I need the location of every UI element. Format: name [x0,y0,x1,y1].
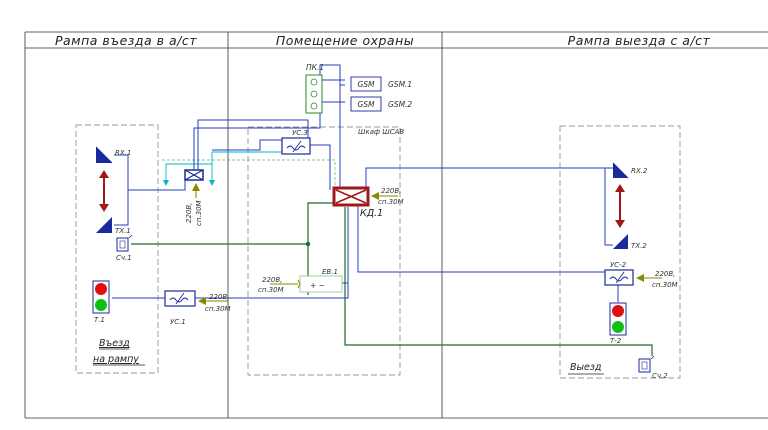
exit-label: Выезд [570,362,602,373]
us1-device [164,290,196,307]
beam-arrow-exit [615,184,625,228]
kd1-power-cable: сп.30М [378,198,404,206]
eb1-power-voltage: 220В, [262,276,282,284]
rx1-device [95,146,113,164]
rx1-label: RX.1 [115,149,131,157]
sch1-device [116,234,133,252]
gsm1-box-label: GSM [357,80,375,89]
t2-traffic-light [609,302,627,336]
zone-header-exit: Рампа выезда с а/ст [568,33,711,48]
kd1-device [332,186,370,207]
entry-label-line2: на рампу [93,354,139,365]
cyan-arrow-right [209,180,215,186]
left-power-cable: сп.30М [195,200,203,226]
us2-device [604,269,634,286]
us2-power-voltage: 220В, [655,270,675,278]
sch1-label: Сч.1 [116,254,132,262]
eb1-label: ЕВ.1 [322,268,338,276]
tx1-label: TX.1 [115,227,131,235]
us2-power-cable: сп.30М [652,281,678,289]
left-controller-device [184,169,204,181]
us1-power-voltage: 220В, [209,293,229,301]
eb1-power-cable: сп.30М [258,286,284,294]
us3-label: УС.3 [292,129,308,137]
beam-arrow-entry [99,170,109,212]
tx2-device [613,234,628,249]
cabinet-label: Шкаф ШСАВ [358,128,404,136]
kd1-label: КД.1 [360,208,383,219]
us2-label: УС-2 [610,261,627,269]
us1-power-cable: сп.30М [205,305,231,313]
entry-zone-enclosure [75,124,159,374]
zone-header-entry: Рампа въезда в а/ст [55,33,197,48]
gsm1-label: GSM.1 [388,80,412,89]
rx2-device [612,162,629,179]
zone-frame [24,31,768,419]
tx2-label: TX.2 [631,242,647,250]
entry-label-line1: Въезд [99,338,130,349]
cyan-wiring [165,151,282,180]
eb1-symbol: + − [310,281,325,290]
us3-device [281,137,311,155]
gsm1-device [350,76,382,92]
zone-header-security: Помещение охраны [276,33,414,48]
cabinet-enclosure [247,126,401,376]
pk1-label: ПК.1 [306,63,324,72]
cyan-arrow-left [163,180,169,186]
gsm2-device [350,96,382,112]
green-wiring [131,202,653,356]
eb1-power-arrow [297,279,301,289]
t1-label: Т.1 [94,316,105,324]
green-dashed-wiring [162,159,336,190]
t2-label: Т-2 [610,337,622,345]
exit-zone-enclosure [559,125,681,379]
left-power-voltage: 220В, [185,203,193,223]
sch2-label: Сч.2 [652,372,668,380]
t1-traffic-light [92,280,110,314]
rx2-label: RX.2 [631,167,648,175]
pk1-device [305,74,323,114]
gsm2-label: GSM.2 [388,100,412,109]
gsm2-box-label: GSM [357,100,375,109]
us1-label: УС.1 [170,318,186,326]
sch2-device [638,355,655,373]
tx1-device [96,217,112,233]
kd1-power-voltage: 220В, [381,187,401,195]
